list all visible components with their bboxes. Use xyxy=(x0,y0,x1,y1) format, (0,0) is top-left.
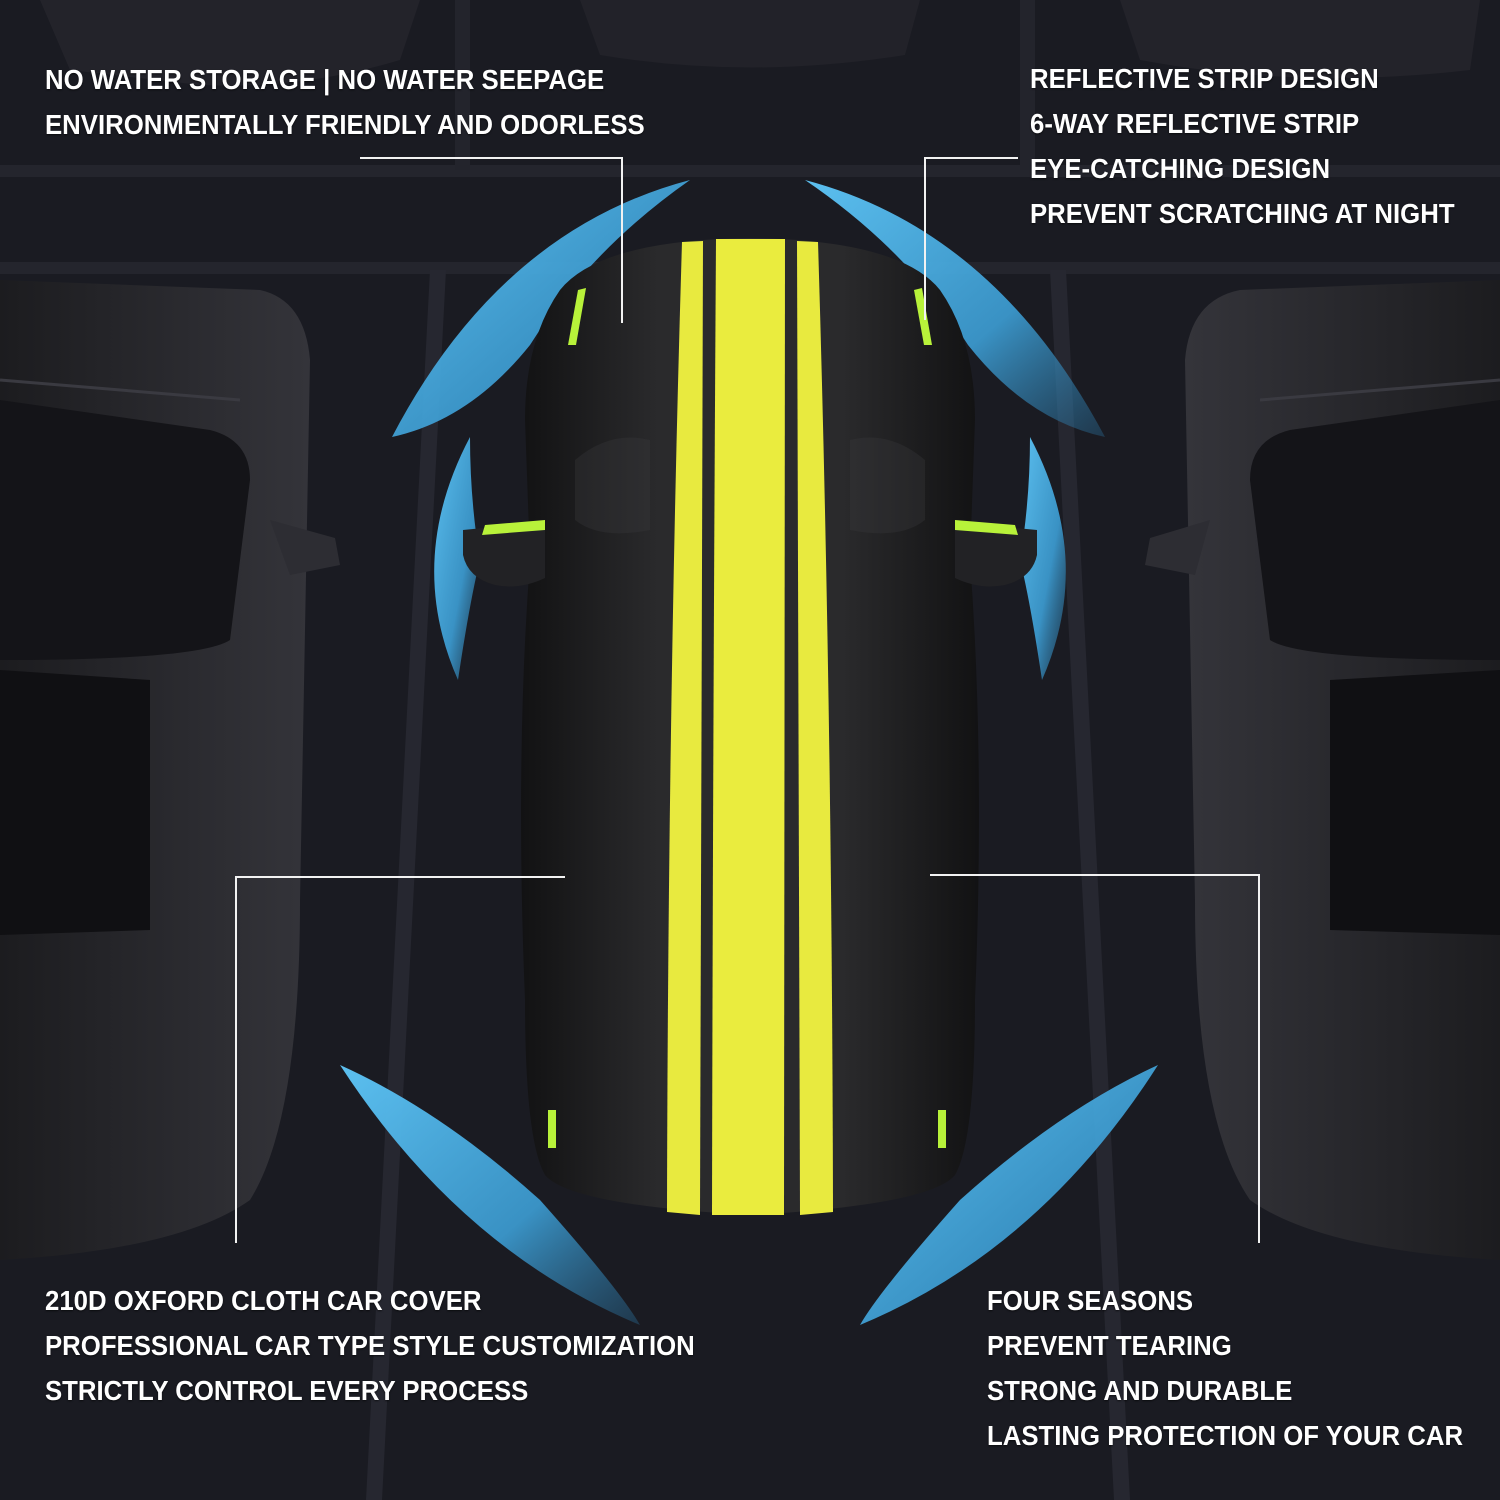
protection-arc-right xyxy=(1020,437,1066,680)
parking-line xyxy=(366,270,446,1500)
callout-line: 6-WAY REFLECTIVE STRIP xyxy=(1030,108,1360,139)
reflective-strip xyxy=(955,520,1018,535)
protection-arc-bottom-right xyxy=(860,1065,1158,1325)
reflective-strip xyxy=(548,1110,556,1148)
parking-line xyxy=(0,165,1500,177)
callout-line: PREVENT SCRATCHING AT NIGHT xyxy=(1030,198,1455,229)
parked-car-top-left xyxy=(40,0,420,86)
cover-stripe xyxy=(797,241,833,1215)
reflective-strip xyxy=(568,288,586,345)
callout-line: STRICTLY CONTROL EVERY PROCESS xyxy=(45,1375,529,1406)
reflective-strip xyxy=(914,288,932,345)
callout-bottom-right: FOUR SEASONS PREVENT TEARING STRONG AND … xyxy=(987,1278,1463,1458)
protection-arc-left xyxy=(434,437,480,680)
callout-line: LASTING PROTECTION OF YOUR CAR xyxy=(987,1420,1464,1451)
protection-arcs xyxy=(340,180,1158,1325)
callout-top-left: NO WATER STORAGE | NO WATER SEEPAGE ENVI… xyxy=(45,57,645,147)
callout-line: ENVIRONMENTALLY FRIENDLY AND ODORLESS xyxy=(45,109,645,140)
mirror-left xyxy=(463,522,545,587)
mirror-right xyxy=(955,522,1037,587)
callout-line: NO WATER STORAGE | NO WATER SEEPAGE xyxy=(45,64,605,95)
callout-line: PROFESSIONAL CAR TYPE STYLE CUSTOMIZATIO… xyxy=(45,1330,695,1361)
parked-car-right xyxy=(1145,280,1500,1260)
parking-line xyxy=(1020,0,1035,170)
leader-line-top-right xyxy=(924,157,1018,320)
reflective-strip xyxy=(938,1110,946,1148)
leader-line-top-left xyxy=(360,157,623,323)
callout-top-right: REFLECTIVE STRIP DESIGN 6-WAY REFLECTIVE… xyxy=(1030,56,1455,236)
parked-cars-top xyxy=(40,0,1480,86)
protection-arc-top-left xyxy=(392,180,690,437)
parked-car-left xyxy=(0,280,340,1260)
parking-line xyxy=(1050,270,1130,1500)
parked-car-top-center xyxy=(580,0,920,68)
callout-line: PREVENT TEARING xyxy=(987,1330,1232,1361)
reflective-strips xyxy=(482,288,1018,1148)
leader-line-bottom-right xyxy=(930,874,1260,1243)
reflective-strip xyxy=(482,520,545,535)
callout-bottom-left: 210D OXFORD CLOTH CAR COVER PROFESSIONAL… xyxy=(45,1278,695,1413)
leader-lines xyxy=(235,157,1260,1243)
protection-arc-top-right xyxy=(805,180,1105,437)
leader-line-bottom-left xyxy=(235,876,565,1243)
callout-line: STRONG AND DURABLE xyxy=(987,1375,1293,1406)
protection-arc-bottom-left xyxy=(340,1065,640,1325)
callout-line: FOUR SEASONS xyxy=(987,1285,1194,1316)
covered-car xyxy=(463,238,1037,1215)
cover-stripe xyxy=(712,239,785,1215)
callout-line: REFLECTIVE STRIP DESIGN xyxy=(1030,63,1379,94)
callout-line: EYE-CATCHING DESIGN xyxy=(1030,153,1331,184)
cover-stripe xyxy=(667,241,703,1215)
parked-car-top-right xyxy=(1120,0,1480,78)
parking-line xyxy=(455,0,470,170)
callout-line: 210D OXFORD CLOTH CAR COVER xyxy=(45,1285,482,1316)
